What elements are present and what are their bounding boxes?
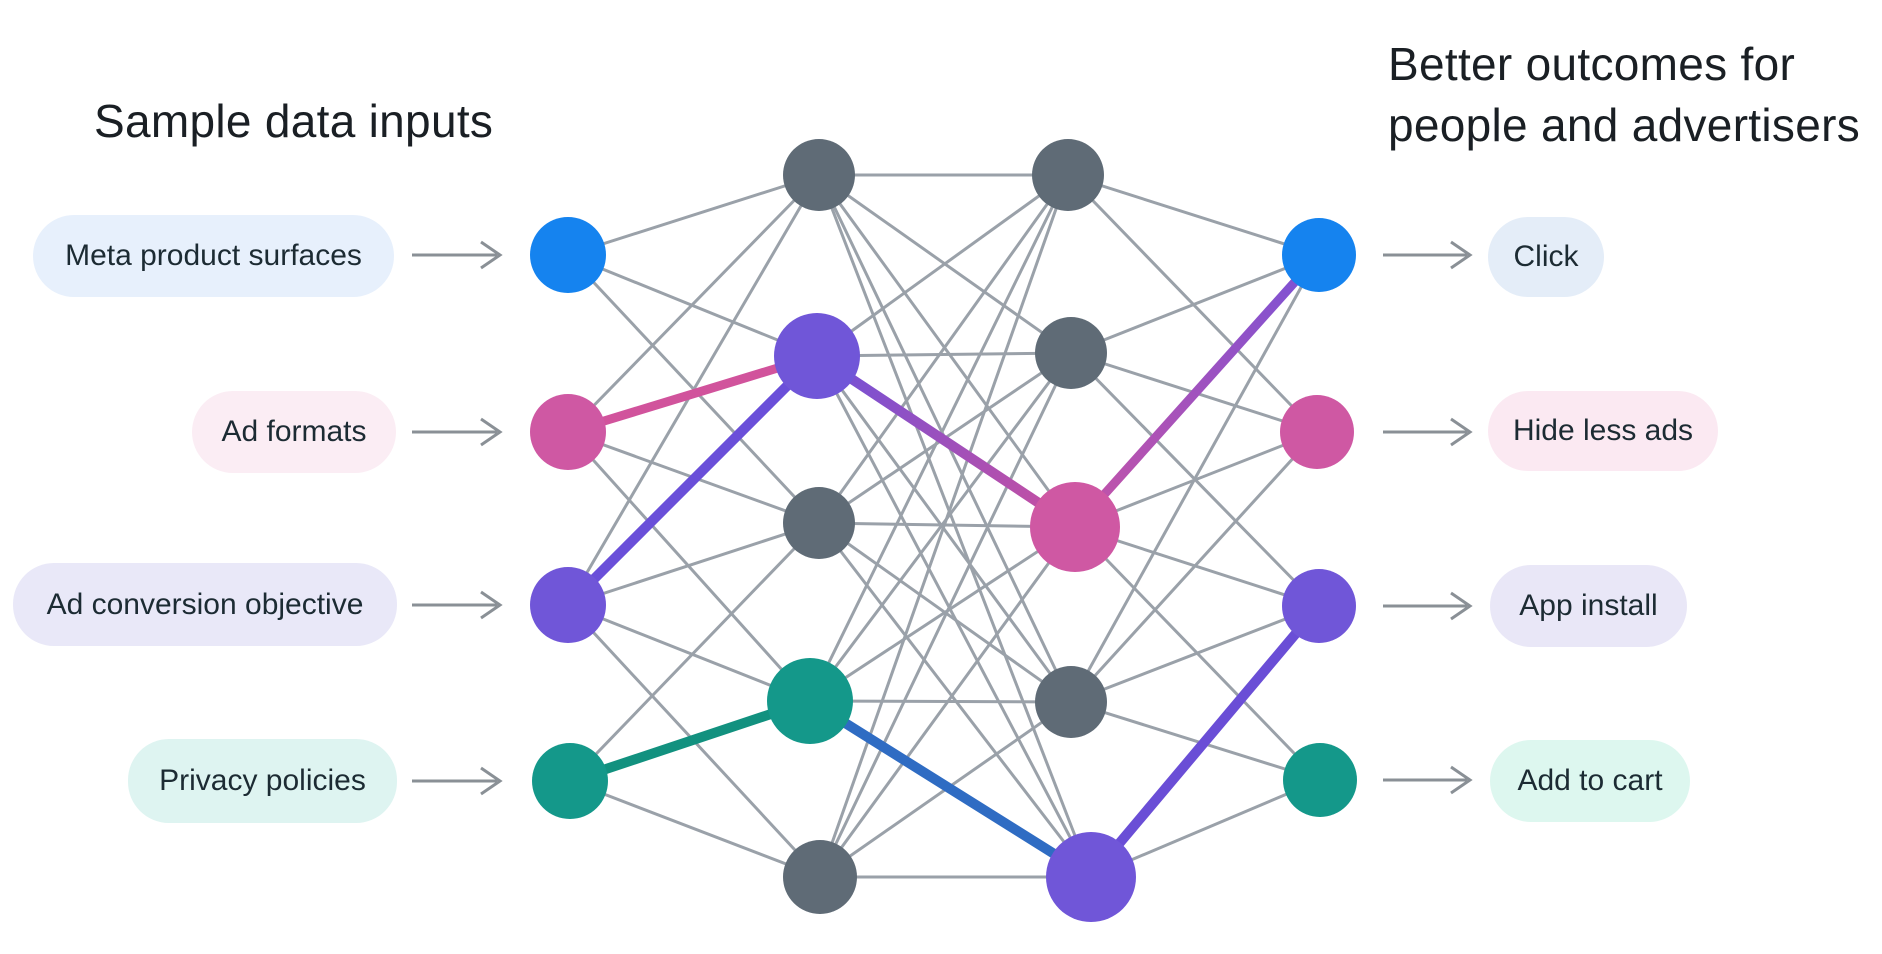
node-h2-1 [1035,317,1107,389]
output-arrow-2 [1383,591,1473,621]
edge-h1-3-h2-1 [808,352,1073,702]
edge-in-teal-h1-4 [569,779,821,879]
edge-h2-3-out-purple [1070,604,1320,704]
edge-h1-4-h2-1 [818,352,1073,878]
node-h1-1 [774,313,860,399]
edge-h2-3-out-teal [1070,700,1321,782]
node-h1-3 [767,658,853,744]
input-label-privacy-policies: Privacy policies [128,739,397,823]
edge-h1-3-h2-3 [809,699,1072,704]
left-section-title: Sample data inputs [94,95,494,147]
edge-h2-3-out-blue [1069,254,1321,703]
highlight-edge-h2-2-out-blue [1070,250,1324,532]
edge-h1-1-h2-0 [816,173,1069,358]
edge-in-teal-h1-2 [568,521,821,783]
edge-h2-1-out-blue [1070,253,1320,355]
input-arrow-0 [412,240,503,270]
node-h1-0 [783,139,855,211]
node-in-teal [532,743,608,819]
node-in-pink [530,394,606,470]
output-label-app-install: App install [1490,565,1687,647]
right-section-title-line2: people and advertisers [1388,99,1861,151]
output-arrow-0 [1383,240,1473,270]
node-out-purple [1282,569,1356,643]
highlight-edge-h1-3-h2-4 [805,696,1096,882]
edge-h1-1-h2-4 [815,355,1093,878]
right-section-title-line1: Better outcomes for [1388,38,1796,90]
edge-in-purple-h1-2 [567,521,820,607]
node-out-blue [1282,218,1356,292]
edge-h1-4-h2-0 [818,174,1070,878]
node-out-pink [1280,395,1354,469]
input-arrow-2 [412,590,503,620]
input-label-ad-conversion-objective: Ad conversion objective [13,563,397,646]
edge-h1-2-h2-4 [817,522,1093,878]
input-arrow-3 [412,766,503,796]
node-in-blue [530,217,606,293]
highlight-edge-in-pink-h1-1 [563,351,822,437]
edge-h1-3-h2-2 [809,525,1076,703]
input-label-meta-product-surfaces: Meta product surfaces [33,215,394,297]
node-h2-4 [1046,832,1136,922]
output-arrow-3 [1383,765,1473,795]
output-label-add-to-cart: Add to cart [1490,740,1690,822]
input-arrow-1 [412,417,503,447]
input-label-ad-formats: Ad formats [192,391,396,473]
highlight-edge-h1-1-h2-2 [812,351,1080,532]
edge-h1-4-h2-2 [818,526,1077,878]
edge-in-pink-h1-0 [566,173,821,434]
edge-h1-0-h2-2 [817,174,1077,528]
output-label-click: Click [1488,217,1604,297]
node-h2-3 [1035,666,1107,738]
node-h2-2 [1030,482,1120,572]
node-h2-0 [1032,139,1104,211]
node-in-purple [530,567,606,643]
node-out-teal [1283,743,1357,817]
output-arrow-1 [1383,417,1473,447]
node-h1-2 [783,487,855,559]
right-section-title: Better outcomes for people and advertise… [1388,34,1860,156]
output-label-hide-less-ads: Hide less ads [1488,391,1718,471]
highlight-edge-in-purple-h1-1 [563,351,822,610]
edge-h2-3-out-pink [1069,430,1319,704]
node-h1-4 [783,840,857,914]
highlight-edge-h2-4-out-purple [1086,601,1324,882]
edge-h1-2-h2-0 [817,174,1070,524]
edge-in-purple-h1-3 [567,603,811,703]
edge-h2-0-out-blue [1067,173,1320,257]
edge-in-blue-h1-0 [567,173,820,257]
